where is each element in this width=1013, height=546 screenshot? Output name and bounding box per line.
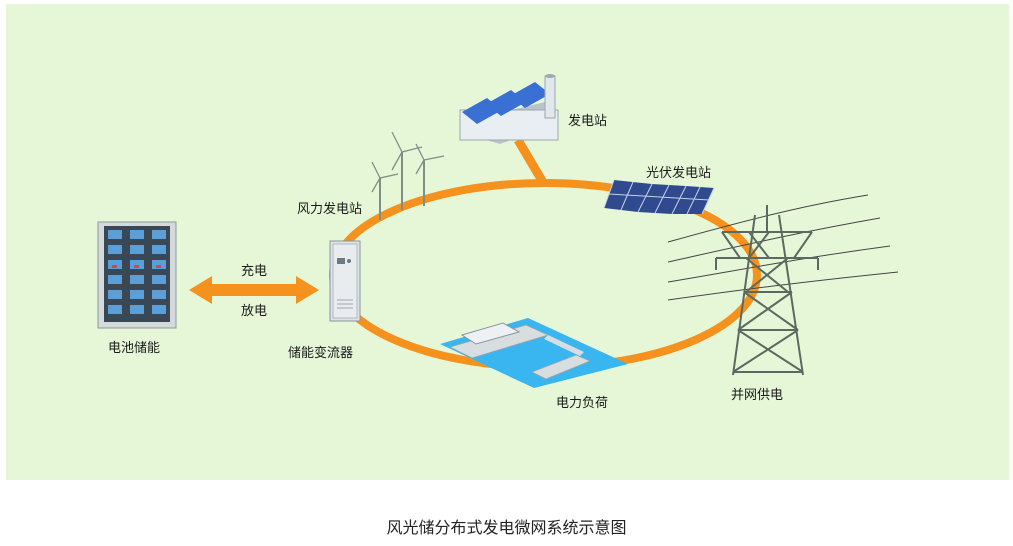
- power-plant-label: 发电站: [568, 114, 608, 129]
- wind-turbine-icon: [371, 131, 445, 220]
- transmission-tower-icon: [715, 205, 819, 376]
- pv-station-label: 光伏发电站: [646, 166, 712, 181]
- power-load-label: 电力负荷: [556, 396, 609, 411]
- power-load-icon: [440, 318, 628, 388]
- grid-supply-label: 并网供电: [731, 388, 784, 403]
- battery-storage-label: 电池储能: [108, 341, 161, 356]
- figure-caption: 风光储分布式发电微网系统示意图: [386, 518, 627, 537]
- transmission-lines: [667, 194, 899, 301]
- pcs-label: 储能变流器: [288, 346, 354, 361]
- charge-discharge-arrow: [189, 276, 319, 304]
- power-plant-icon: [459, 74, 559, 144]
- pv-panel-icon: [603, 179, 715, 215]
- discharge-label: 放电: [241, 304, 268, 319]
- charge-label: 充电: [241, 264, 268, 279]
- plant-connection-line: [514, 137, 548, 187]
- wind-station-label: 风力发电站: [297, 202, 363, 217]
- pcs-cabinet-icon: [329, 240, 361, 322]
- battery-cabinet-icon: [97, 221, 177, 329]
